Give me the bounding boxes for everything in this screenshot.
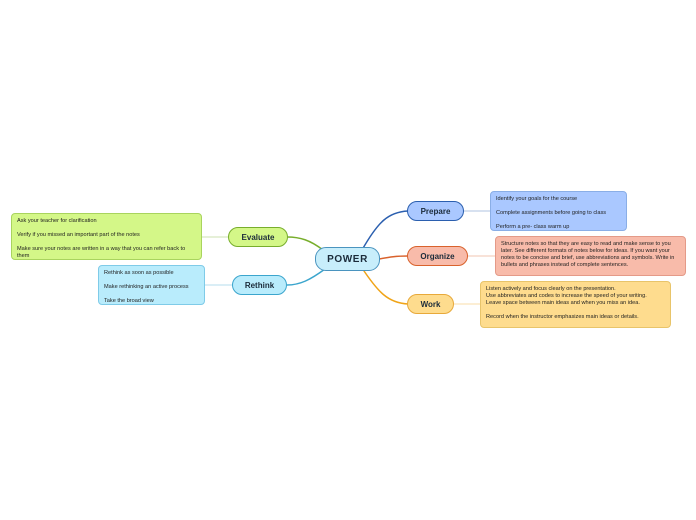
connector-organize: [378, 255, 409, 260]
central-topic[interactable]: POWER: [315, 247, 380, 271]
note-line: Record when the instructor emphasizes ma…: [486, 314, 639, 320]
note-line: Make rethinking an active process: [104, 284, 189, 290]
note-line: Leave space between main ideas and when …: [486, 300, 640, 306]
topic-work[interactable]: Work: [407, 294, 454, 314]
note-prepare[interactable]: Identify your goals for the course Compl…: [490, 191, 627, 231]
note-line: Complete assignments before going to cla…: [496, 210, 607, 216]
note-organize[interactable]: Structure notes so that they are easy to…: [495, 236, 686, 276]
connector-evaluate: [286, 236, 324, 251]
topic-prepare[interactable]: Prepare: [407, 201, 464, 221]
note-line: Take the broad view: [104, 298, 154, 304]
connector-prepare: [361, 210, 409, 251]
note-line: Listen actively and focus clearly on the…: [486, 286, 616, 292]
note-evaluate[interactable]: Ask your teacher for clarification Verif…: [11, 213, 202, 260]
topic-evaluate[interactable]: Evaluate: [228, 227, 288, 247]
note-line: Use abbreviates and codes to increase th…: [486, 293, 647, 299]
note-line: Ask your teacher for clarification: [17, 218, 97, 224]
note-line: Make sure your notes are written in a wa…: [17, 246, 186, 259]
note-line: Verify if you missed an important part o…: [17, 232, 140, 238]
note-rethink[interactable]: Rethink as soon as possible Make rethink…: [98, 265, 205, 305]
topic-organize[interactable]: Organize: [407, 246, 468, 266]
connector-work: [361, 267, 409, 305]
note-line: Identify your goals for the course: [496, 196, 578, 202]
note-line: Perform a pre- class warm up: [496, 224, 570, 230]
note-work[interactable]: Listen actively and focus clearly on the…: [480, 281, 671, 328]
note-line: Rethink as soon as possible: [104, 270, 174, 276]
note-line: Structure notes so that they are easy to…: [501, 241, 675, 268]
connector-rethink: [286, 268, 326, 286]
topic-rethink[interactable]: Rethink: [232, 275, 287, 295]
